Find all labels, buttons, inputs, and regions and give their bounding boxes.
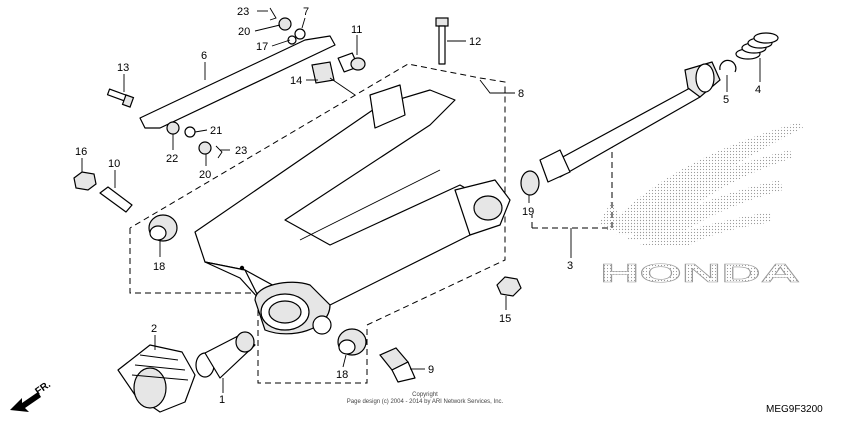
leader-8 — [479, 79, 515, 94]
nut-20-upper — [278, 17, 292, 31]
callout-13[interactable]: 13 — [117, 62, 129, 74]
honda-wing-logo — [598, 122, 803, 245]
callout-3[interactable]: 3 — [567, 260, 573, 272]
spring — [735, 32, 779, 60]
front-direction-arrow: FR. — [10, 379, 53, 412]
callout-19[interactable]: 19 — [522, 206, 534, 218]
leader-17 — [271, 39, 291, 47]
callout-4[interactable]: 4 — [755, 84, 761, 96]
callout-23-lower[interactable]: 23 — [235, 145, 247, 157]
callout-18-lower[interactable]: 18 — [336, 369, 348, 381]
drive-shaft — [539, 61, 721, 183]
callout-18-upper[interactable]: 18 — [153, 261, 165, 273]
callout-20-lower[interactable]: 20 — [199, 169, 211, 181]
callout-23-upper[interactable]: 23 — [237, 6, 249, 18]
callout-2[interactable]: 2 — [151, 323, 157, 335]
callout-20-upper[interactable]: 20 — [238, 26, 250, 38]
leader-21 — [194, 129, 208, 133]
copyright-line-2: Page design (c) 2004 - 2014 by ARI Netwo… — [346, 399, 504, 405]
callout-9[interactable]: 9 — [428, 364, 434, 376]
callout-10[interactable]: 10 — [108, 158, 120, 170]
callout-8[interactable]: 8 — [518, 88, 524, 100]
cotter-pin-23-upper — [269, 7, 277, 21]
diagram-code: MEG9F3200 — [766, 404, 823, 415]
universal-joint — [195, 331, 256, 379]
callout-1[interactable]: 1 — [219, 394, 225, 406]
dust-boot — [117, 344, 196, 413]
honda-watermark-text: HONDA — [600, 258, 800, 288]
callout-6[interactable]: 6 — [201, 50, 207, 62]
bolt-11 — [337, 52, 366, 73]
callout-5[interactable]: 5 — [723, 94, 729, 106]
leader-18b — [342, 354, 347, 368]
leader-20a — [254, 24, 281, 32]
bearing-18-lower — [337, 328, 367, 356]
oil-seal — [520, 170, 540, 196]
callout-7[interactable]: 7 — [303, 6, 309, 18]
flange-nut — [496, 276, 522, 297]
circlip — [719, 59, 737, 73]
bearing-18-upper — [148, 214, 178, 242]
leader-7 — [301, 17, 306, 29]
nut-20-lower — [198, 141, 212, 155]
bolt-14 — [311, 61, 356, 96]
cotter-pin-23-lower — [215, 145, 223, 159]
swingarm-group-outline — [129, 63, 506, 384]
callout-15[interactable]: 15 — [499, 313, 511, 325]
washer-7 — [294, 28, 306, 40]
bolt-12 — [435, 17, 449, 65]
nut-21 — [184, 126, 196, 138]
lock-nut — [73, 171, 97, 191]
copyright-notice: Copyright Page design (c) 2004 - 2014 by… — [330, 392, 520, 406]
callout-16[interactable]: 16 — [75, 146, 87, 158]
washer-17 — [287, 35, 297, 45]
swingarm — [194, 84, 511, 335]
callout-22[interactable]: 22 — [166, 153, 178, 165]
callout-14[interactable]: 14 — [290, 75, 302, 87]
callout-21[interactable]: 21 — [210, 125, 222, 137]
adjusting-bolt — [99, 186, 133, 213]
callout-11[interactable]: 11 — [351, 24, 362, 36]
torque-link — [139, 35, 336, 129]
callout-12[interactable]: 12 — [469, 36, 481, 48]
bolt-13 — [106, 88, 135, 108]
pivot-bolt — [379, 347, 416, 383]
callout-17[interactable]: 17 — [256, 41, 268, 53]
copyright-line-1: Copyright — [412, 392, 438, 398]
driveshaft-group-outline — [531, 145, 613, 229]
nut-22 — [166, 121, 180, 135]
